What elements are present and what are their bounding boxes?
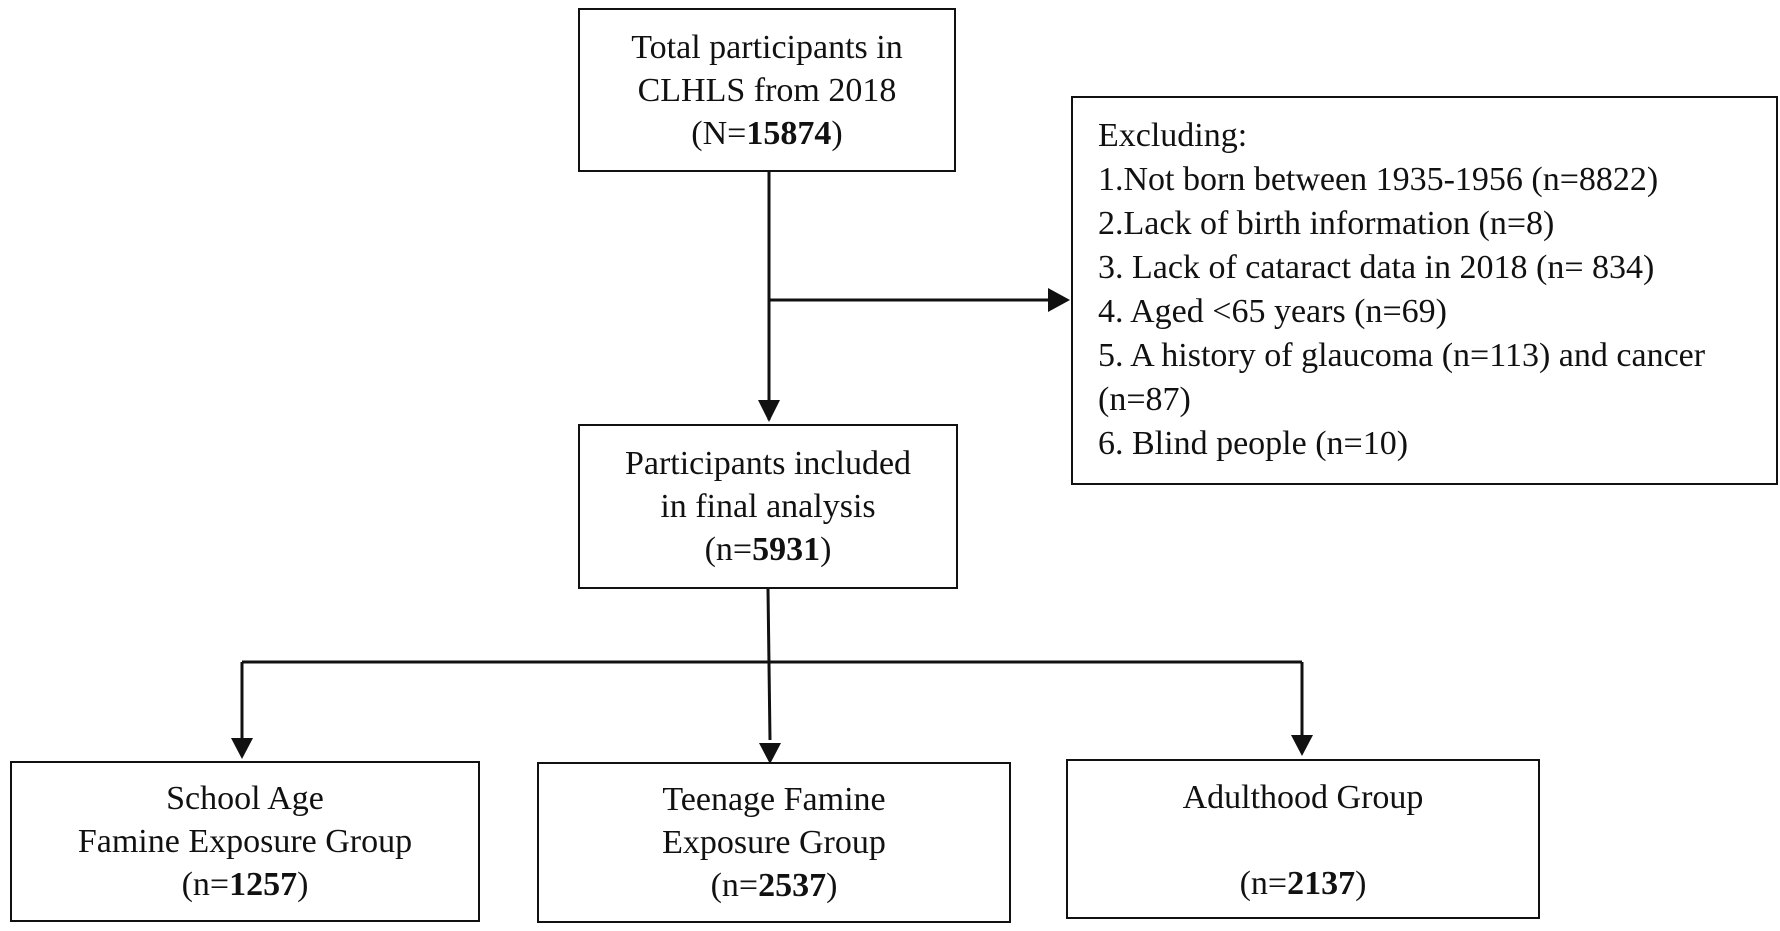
- arrow-total-to-included-head: [758, 400, 780, 422]
- adulthood-count-prefix: (n=: [1239, 865, 1288, 902]
- teenage-count-line: (n=2537): [711, 864, 838, 907]
- exclusion-item: 2.Lack of birth information (n=8): [1098, 205, 1555, 242]
- teenage-count: 2537: [758, 867, 827, 904]
- teenage-line1: Teenage Famine: [662, 781, 886, 818]
- teenage-group-box: Teenage Famine Exposure Group (n=2537): [537, 762, 1011, 923]
- total-count-suffix: ): [831, 114, 843, 152]
- school-age-count-prefix: (n=: [181, 866, 230, 903]
- arrow-to-exclusion-head: [1048, 288, 1070, 312]
- teenage-count-prefix: (n=: [710, 867, 759, 904]
- arrow-adulthood-head: [1291, 735, 1313, 756]
- exclusion-item: (n=87): [1098, 381, 1191, 418]
- total-count-prefix: (N=: [691, 114, 747, 152]
- total-line2: CLHLS from 2018: [637, 71, 897, 109]
- school-age-group-box: School Age Famine Exposure Group (n=1257…: [10, 761, 480, 922]
- exclusion-item: 1.Not born between 1935-1956 (n=8822): [1098, 161, 1659, 198]
- included-count: 5931: [752, 531, 821, 568]
- total-count: 15874: [746, 114, 832, 152]
- exclusion-box: Excluding: 1.Not born between 1935-1956 …: [1071, 96, 1778, 485]
- school-age-count-suffix: ): [297, 866, 309, 903]
- total-participants-box: Total participants in CLHLS from 2018 (N…: [578, 8, 956, 172]
- included-line1: Participants included: [624, 445, 912, 482]
- included-participants-box: Participants included in final analysis …: [578, 424, 958, 589]
- exclusion-item: 4. Aged <65 years (n=69): [1098, 293, 1447, 330]
- teenage-count-suffix: ): [826, 867, 838, 904]
- adulthood-group-box: Adulthood Group (n=2137): [1066, 759, 1540, 919]
- adulthood-count-line: (n=2137): [1240, 862, 1367, 905]
- total-count-line: (N=15874): [691, 112, 842, 155]
- school-age-line1: School Age: [166, 780, 324, 817]
- adulthood-count-suffix: ): [1355, 865, 1367, 902]
- exclusion-item: 3. Lack of cataract data in 2018 (n= 834…: [1098, 249, 1655, 286]
- included-line2: in final analysis: [660, 488, 876, 525]
- school-age-count-line: (n=1257): [182, 863, 309, 906]
- exclusion-item: 5. A history of glaucoma (n=113) and can…: [1098, 337, 1706, 374]
- included-count-suffix: ): [820, 531, 832, 568]
- school-age-line2: Famine Exposure Group: [77, 823, 413, 860]
- exclusion-item: 6. Blind people (n=10): [1098, 425, 1409, 462]
- teenage-line2: Exposure Group: [662, 824, 886, 861]
- arrow-teenage-head: [759, 743, 781, 764]
- adulthood-count: 2137: [1287, 865, 1356, 902]
- included-count-line: (n=5931): [705, 528, 832, 571]
- trunk-line: [766, 588, 772, 741]
- total-line1: Total participants in: [631, 28, 903, 66]
- school-age-count: 1257: [229, 866, 298, 903]
- arrow-school-age-head: [231, 738, 253, 759]
- included-count-prefix: (n=: [704, 531, 753, 568]
- adulthood-line1: Adulthood Group: [1182, 779, 1424, 816]
- exclusion-title: Excluding:: [1098, 117, 1248, 154]
